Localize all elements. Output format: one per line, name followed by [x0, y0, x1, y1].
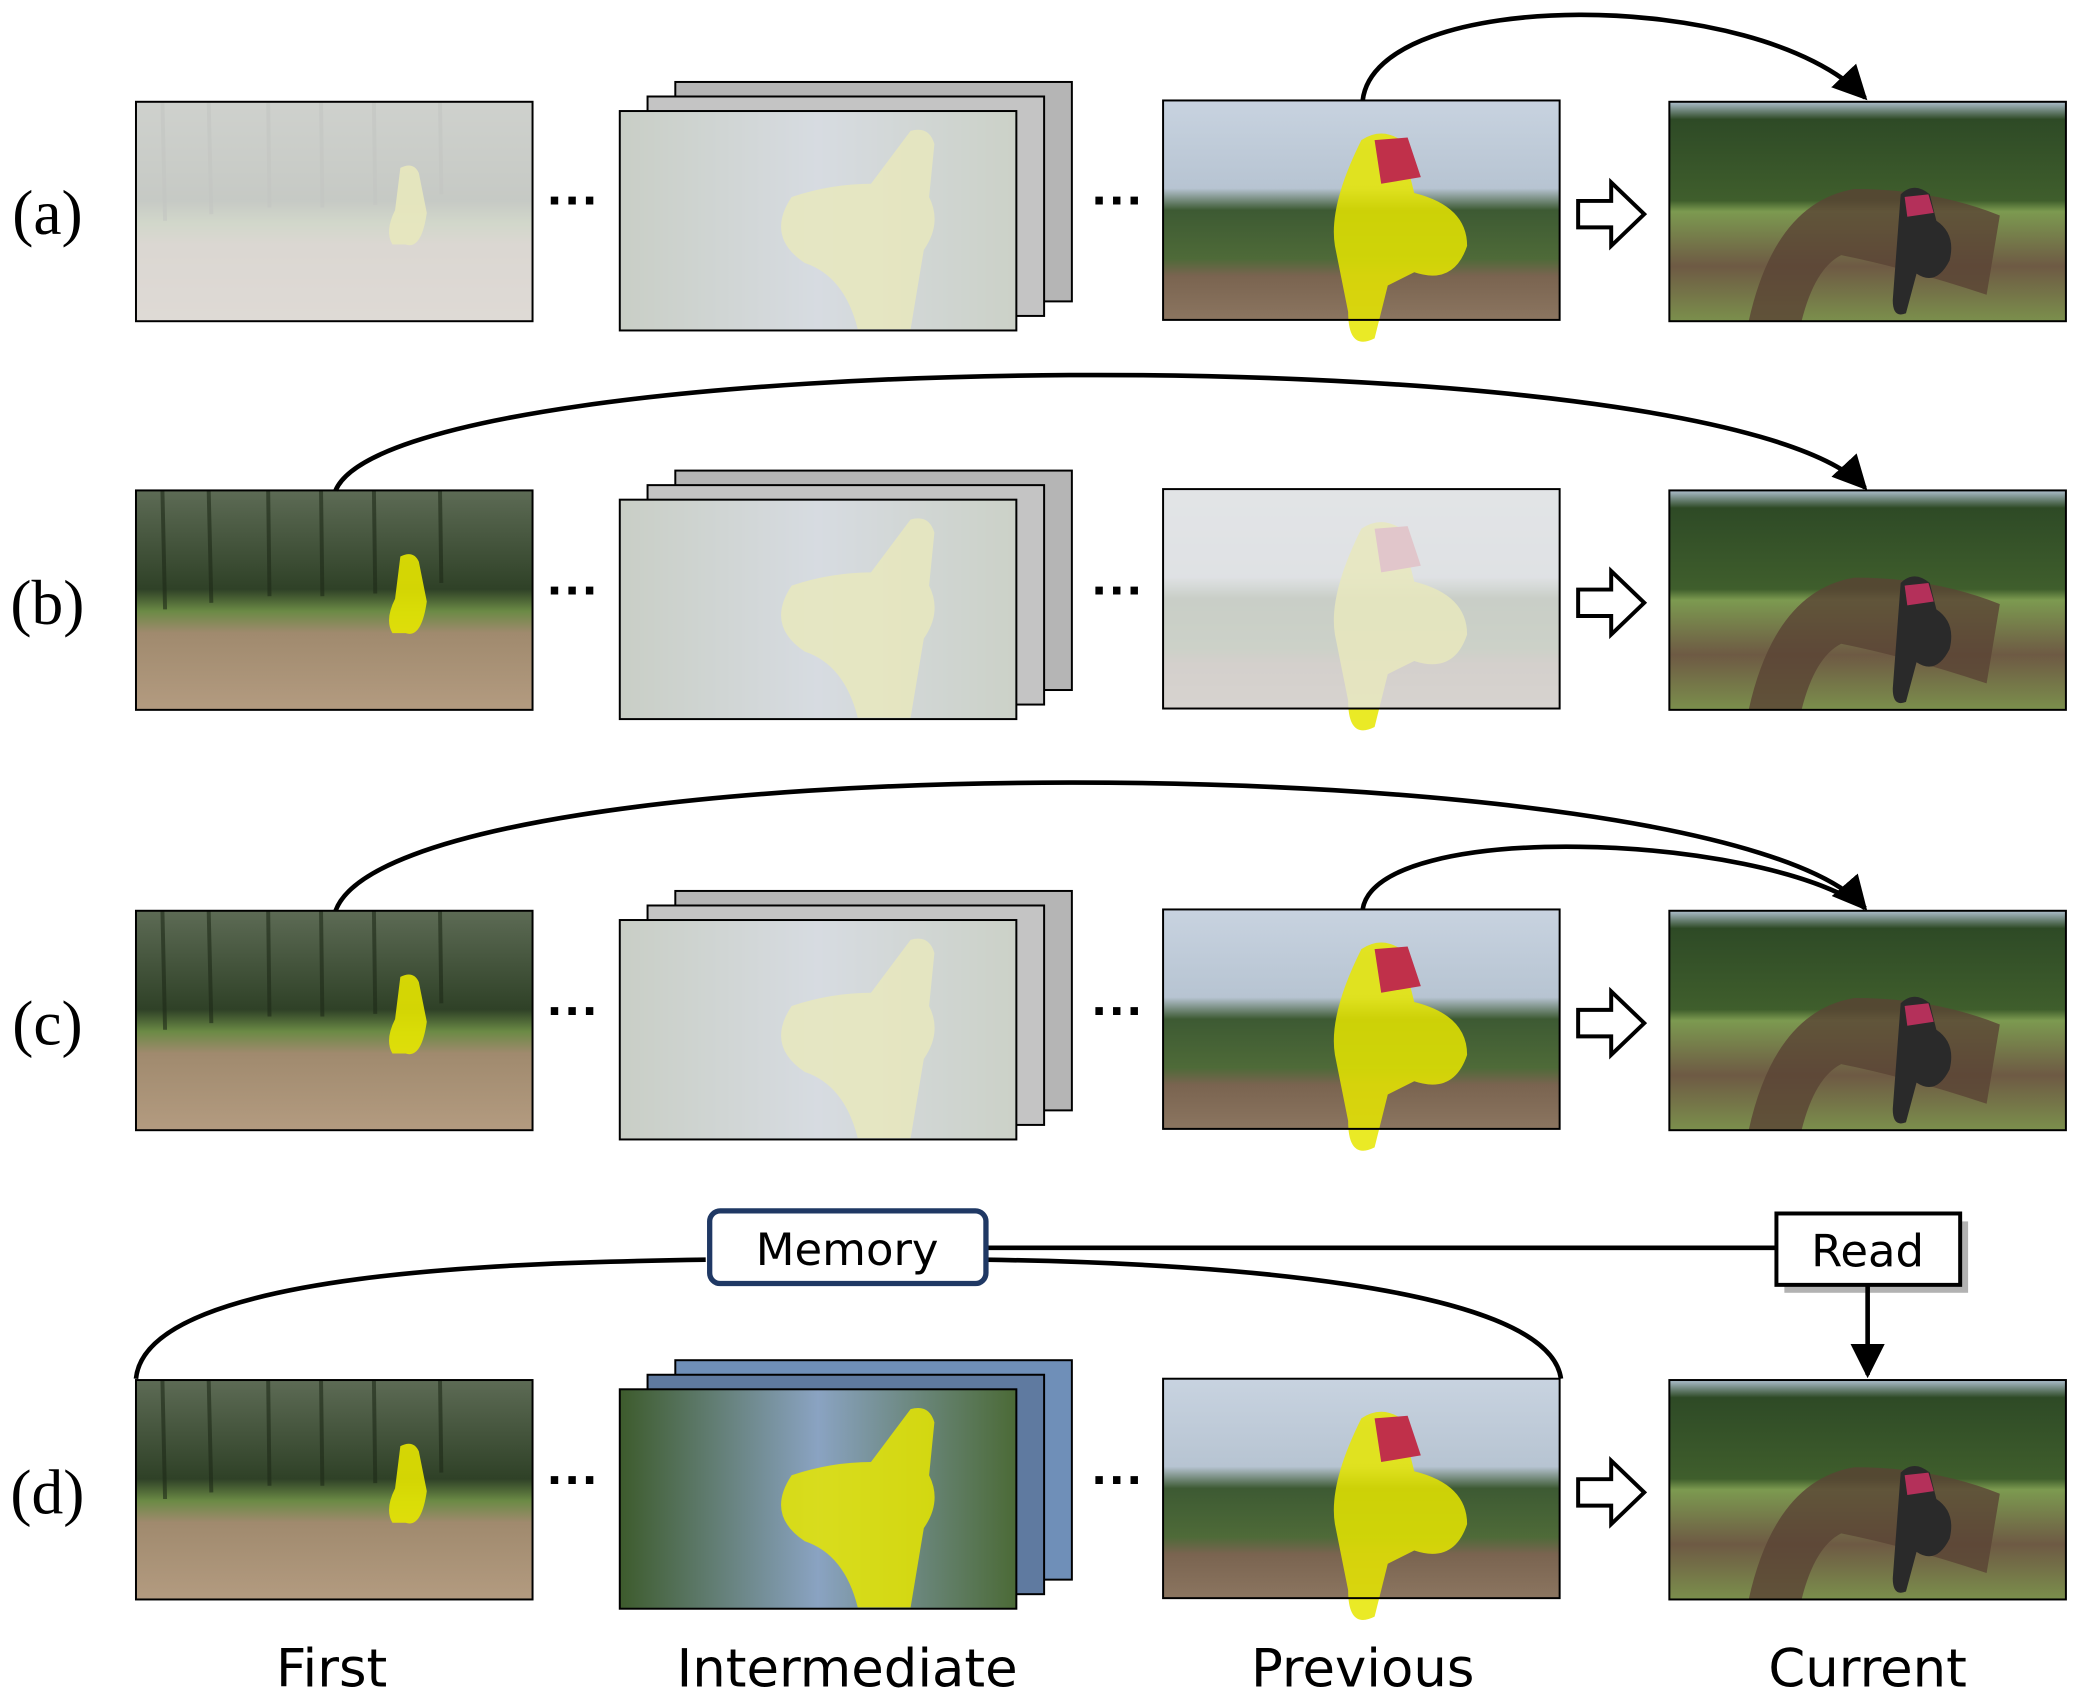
memory-link-arrow: [1360, 12, 1868, 101]
frames-intermediate-d: [618, 1359, 1073, 1610]
ellipsis: ···: [1092, 171, 1145, 230]
memory-link-arrow: [333, 372, 1868, 492]
frame-previous-a: [1162, 99, 1561, 342]
frame-first-c: [133, 908, 535, 1133]
memory-curve: [133, 1257, 706, 1379]
frames-intermediate-c: [618, 889, 1073, 1141]
frame-current-b: [1668, 489, 2067, 711]
row-label-c: (c): [12, 987, 82, 1058]
memory-label: Memory: [756, 1223, 939, 1276]
column-label-intermediate: Intermediate: [677, 1639, 1018, 1692]
frame-current-d: [1668, 1379, 2067, 1601]
frame-previous-c: [1162, 908, 1561, 1151]
memory-link-arrow: [333, 780, 1868, 912]
ellipsis: ···: [547, 171, 600, 230]
column-label-first: First: [276, 1639, 387, 1692]
memory-box: [707, 1208, 989, 1287]
propagate-arrow-icon: [1576, 569, 1647, 637]
column-label-current: Current: [1768, 1639, 1967, 1692]
frames-intermediate-a: [618, 80, 1073, 332]
propagate-arrow-icon: [1576, 989, 1647, 1057]
frame-first-d: [133, 1378, 535, 1602]
row-label-d: (d): [10, 1457, 84, 1528]
ellipsis: ···: [1092, 981, 1145, 1040]
ellipsis: ···: [547, 561, 600, 620]
row-d: Memory Read ··· ···: [133, 1208, 2067, 1620]
read-label: Read: [1811, 1224, 1924, 1277]
ellipsis: ···: [547, 981, 600, 1040]
frame-previous-b: [1162, 488, 1561, 731]
frame-first-b: [133, 488, 535, 712]
frame-current-a: [1668, 100, 2067, 323]
row-label-b: (b): [10, 567, 84, 638]
ellipsis: ···: [1092, 1451, 1145, 1510]
memory-curve: [985, 1257, 1564, 1380]
propagate-arrow-icon: [1576, 1458, 1647, 1527]
column-label-previous: Previous: [1251, 1639, 1474, 1692]
memory-link-arrow: [1360, 844, 1867, 911]
frame-first-a: [133, 99, 535, 324]
frame-previous-d: [1162, 1377, 1561, 1620]
ellipsis: ···: [547, 1451, 600, 1510]
row-a: ··· ···: [133, 12, 2067, 342]
frames-intermediate-b: [618, 469, 1073, 721]
read-box: [1774, 1211, 1963, 1287]
row-c: ··· ···: [133, 780, 2067, 1151]
row-label-a: (a): [12, 177, 82, 248]
row-b: ··· ···: [133, 372, 2067, 731]
frame-current-c: [1668, 909, 2067, 1132]
propagate-arrow-icon: [1576, 180, 1647, 248]
ellipsis: ···: [1092, 561, 1145, 620]
